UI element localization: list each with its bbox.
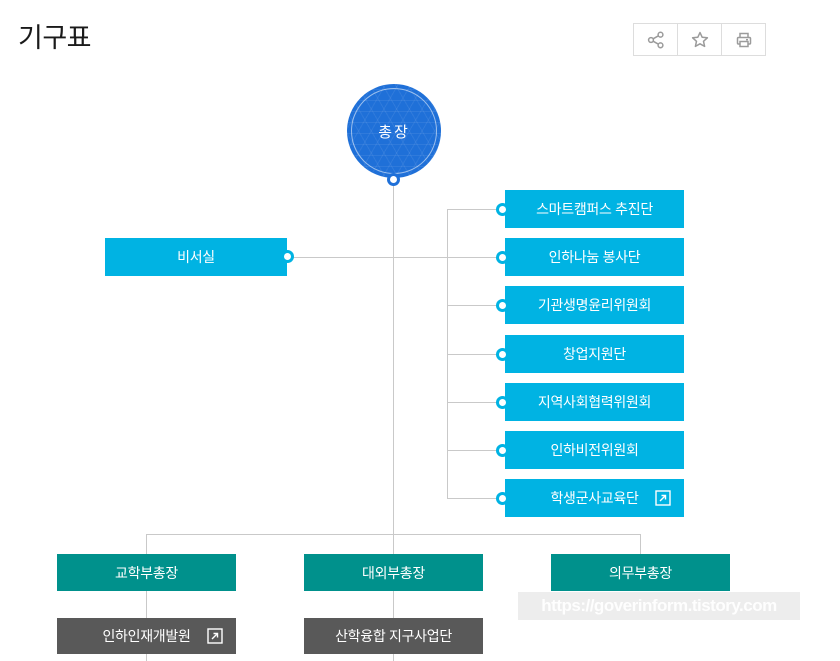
- connector-stub: [447, 450, 502, 451]
- org-node-label: 인하인재개발원: [102, 628, 191, 644]
- share-button[interactable]: [633, 23, 678, 56]
- org-node-committee[interactable]: 학생군사교육단: [505, 479, 684, 517]
- connector-dot: [496, 348, 509, 361]
- star-icon: [691, 31, 708, 47]
- watermark: https://goverinform.tistory.com: [518, 592, 800, 620]
- connector-drop: [146, 654, 147, 661]
- org-node-label: 비서실: [177, 249, 215, 265]
- org-node-label: 의무부총장: [609, 564, 672, 581]
- connector-drop: [393, 654, 394, 661]
- external-link-icon: [655, 490, 671, 506]
- org-node-vice-president[interactable]: 의무부총장: [551, 554, 730, 591]
- connector-stub: [447, 209, 502, 210]
- org-node-affiliate[interactable]: 인하인재개발원: [57, 618, 236, 654]
- printer-icon: [736, 32, 751, 47]
- org-node-president[interactable]: 총장: [347, 84, 441, 178]
- org-node-label: 창업지원단: [563, 346, 626, 362]
- org-node-label: 지역사회협력위원회: [537, 394, 652, 410]
- org-node-label: 기관생명윤리위원회: [537, 297, 652, 313]
- org-node-label: 인하비전위원회: [550, 442, 639, 458]
- connector-drop: [640, 534, 641, 554]
- connector-stub: [447, 402, 502, 403]
- watermark-text: https://goverinform.tistory.com: [541, 596, 777, 615]
- org-node-committee[interactable]: 인하나눔 봉사단: [505, 238, 684, 276]
- president-inner-ring: [351, 88, 437, 174]
- external-link-icon: [207, 628, 223, 644]
- org-node-secretary[interactable]: 비서실: [105, 238, 287, 276]
- connector-line-committees-vertical: [447, 209, 448, 498]
- print-button[interactable]: [721, 23, 766, 56]
- connector-stub: [447, 498, 502, 499]
- connector-dot: [496, 299, 509, 312]
- connector-drop: [146, 591, 147, 618]
- connector-line-root-vertical: [393, 186, 394, 554]
- connector-drop: [146, 534, 147, 554]
- org-node-committee[interactable]: 인하비전위원회: [505, 431, 684, 469]
- connector-dot: [496, 396, 509, 409]
- connector-dot: [496, 203, 509, 216]
- connector-line-vp-horizontal: [146, 534, 640, 535]
- org-node-label: 스마트캠퍼스 추진단: [536, 201, 653, 217]
- share-nodes-icon: [647, 31, 664, 48]
- org-node-committee[interactable]: 창업지원단: [505, 335, 684, 373]
- page-title: 기구표: [18, 23, 92, 53]
- connector-dot: [496, 251, 509, 264]
- connector-drop: [393, 591, 394, 618]
- org-node-label: 교학부총장: [115, 564, 178, 581]
- org-node-committee[interactable]: 기관생명윤리위원회: [505, 286, 684, 324]
- connector-stub: [447, 305, 502, 306]
- connector-dot: [387, 173, 400, 186]
- connector-stub: [447, 354, 502, 355]
- org-node-label: 대외부총장: [362, 564, 425, 581]
- org-node-label: 산학융합 지구사업단: [335, 628, 452, 644]
- org-node-committee[interactable]: 지역사회협력위원회: [505, 383, 684, 421]
- org-node-label: 인하나눔 봉사단: [548, 249, 641, 265]
- connector-dot: [496, 444, 509, 457]
- connector-line-secretary: [287, 257, 502, 258]
- org-node-vice-president[interactable]: 교학부총장: [57, 554, 236, 591]
- page-toolbar: [633, 23, 766, 56]
- connector-dot: [496, 492, 509, 505]
- org-node-vice-president[interactable]: 대외부총장: [304, 554, 483, 591]
- org-node-label: 학생군사교육단: [550, 490, 639, 506]
- org-node-committee[interactable]: 스마트캠퍼스 추진단: [505, 190, 684, 228]
- bookmark-button[interactable]: [677, 23, 722, 56]
- org-node-affiliate[interactable]: 산학융합 지구사업단: [304, 618, 483, 654]
- connector-dot: [281, 250, 294, 263]
